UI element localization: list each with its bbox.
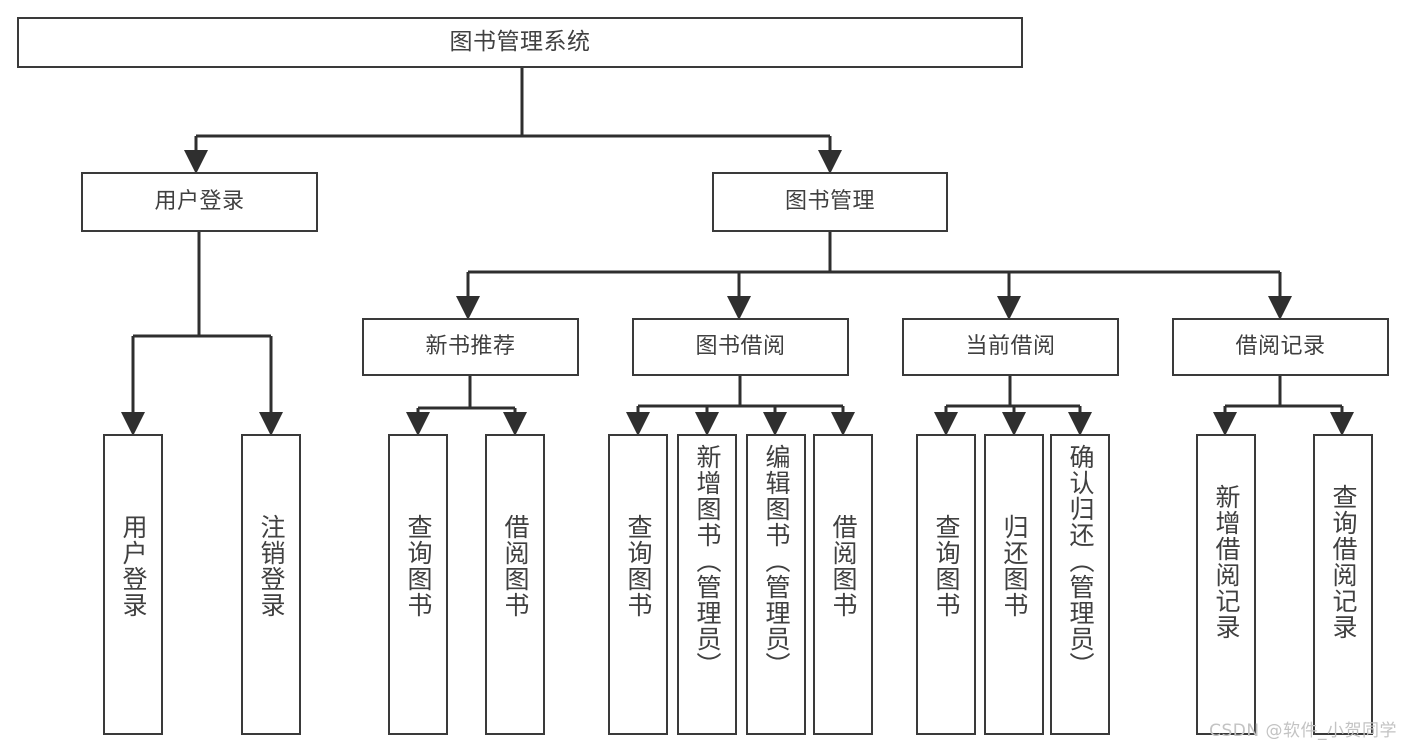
node-label: 新增借阅记录 [1212, 484, 1241, 640]
leaf-borrow-record-add-record[interactable]: 新增借阅记录 [1196, 434, 1256, 735]
node-label: 图书管理 [784, 189, 875, 215]
leaf-book-borrow-add-book-admin[interactable]: 新增图书（管理员） [677, 434, 737, 735]
node-label: 查询借阅记录 [1329, 484, 1358, 640]
node-current-borrowing[interactable]: 当前借阅 [902, 318, 1119, 376]
node-label: 新书推荐 [425, 334, 516, 360]
node-label: 图书管理系统 [449, 29, 591, 56]
node-label: 借阅记录 [1235, 334, 1326, 360]
leaf-book-borrow-borrow-books[interactable]: 借阅图书 [813, 434, 873, 735]
leaf-book-borrow-query-books[interactable]: 查询图书 [608, 434, 668, 735]
leaf-user-login-login[interactable]: 用户登录 [103, 434, 163, 735]
node-label: 图书借阅 [695, 334, 786, 360]
leaf-current-borrow-confirm-return-admin[interactable]: 确认归还（管理员） [1050, 434, 1110, 735]
node-label: 用户登录 [154, 189, 245, 215]
node-label: 借阅图书 [829, 514, 858, 618]
leaf-new-book-query-books[interactable]: 查询图书 [388, 434, 448, 735]
leaf-user-login-logout[interactable]: 注销登录 [241, 434, 301, 735]
node-label: 查询图书 [932, 514, 961, 618]
node-label: 注销登录 [257, 514, 286, 618]
node-book-management[interactable]: 图书管理 [712, 172, 948, 232]
node-user-login[interactable]: 用户登录 [81, 172, 318, 232]
leaf-current-borrow-return-books[interactable]: 归还图书 [984, 434, 1044, 735]
leaf-borrow-record-query-record[interactable]: 查询借阅记录 [1313, 434, 1373, 735]
node-borrowing-record[interactable]: 借阅记录 [1172, 318, 1389, 376]
node-label: 确认归还（管理员） [1066, 444, 1095, 678]
leaf-book-borrow-edit-book-admin[interactable]: 编辑图书（管理员） [746, 434, 806, 735]
node-label: 查询图书 [404, 514, 433, 618]
node-label: 新增图书（管理员） [693, 444, 722, 678]
node-label: 归还图书 [1000, 514, 1029, 618]
leaf-new-book-borrow-books[interactable]: 借阅图书 [485, 434, 545, 735]
node-label: 用户登录 [119, 514, 148, 618]
node-label: 查询图书 [624, 514, 653, 618]
node-label: 当前借阅 [965, 334, 1056, 360]
node-root-book-management-system[interactable]: 图书管理系统 [17, 17, 1023, 68]
node-label: 编辑图书（管理员） [762, 444, 791, 678]
node-new-book-recommendation[interactable]: 新书推荐 [362, 318, 579, 376]
leaf-current-borrow-query-books[interactable]: 查询图书 [916, 434, 976, 735]
node-book-borrowing[interactable]: 图书借阅 [632, 318, 849, 376]
node-label: 借阅图书 [501, 514, 530, 618]
